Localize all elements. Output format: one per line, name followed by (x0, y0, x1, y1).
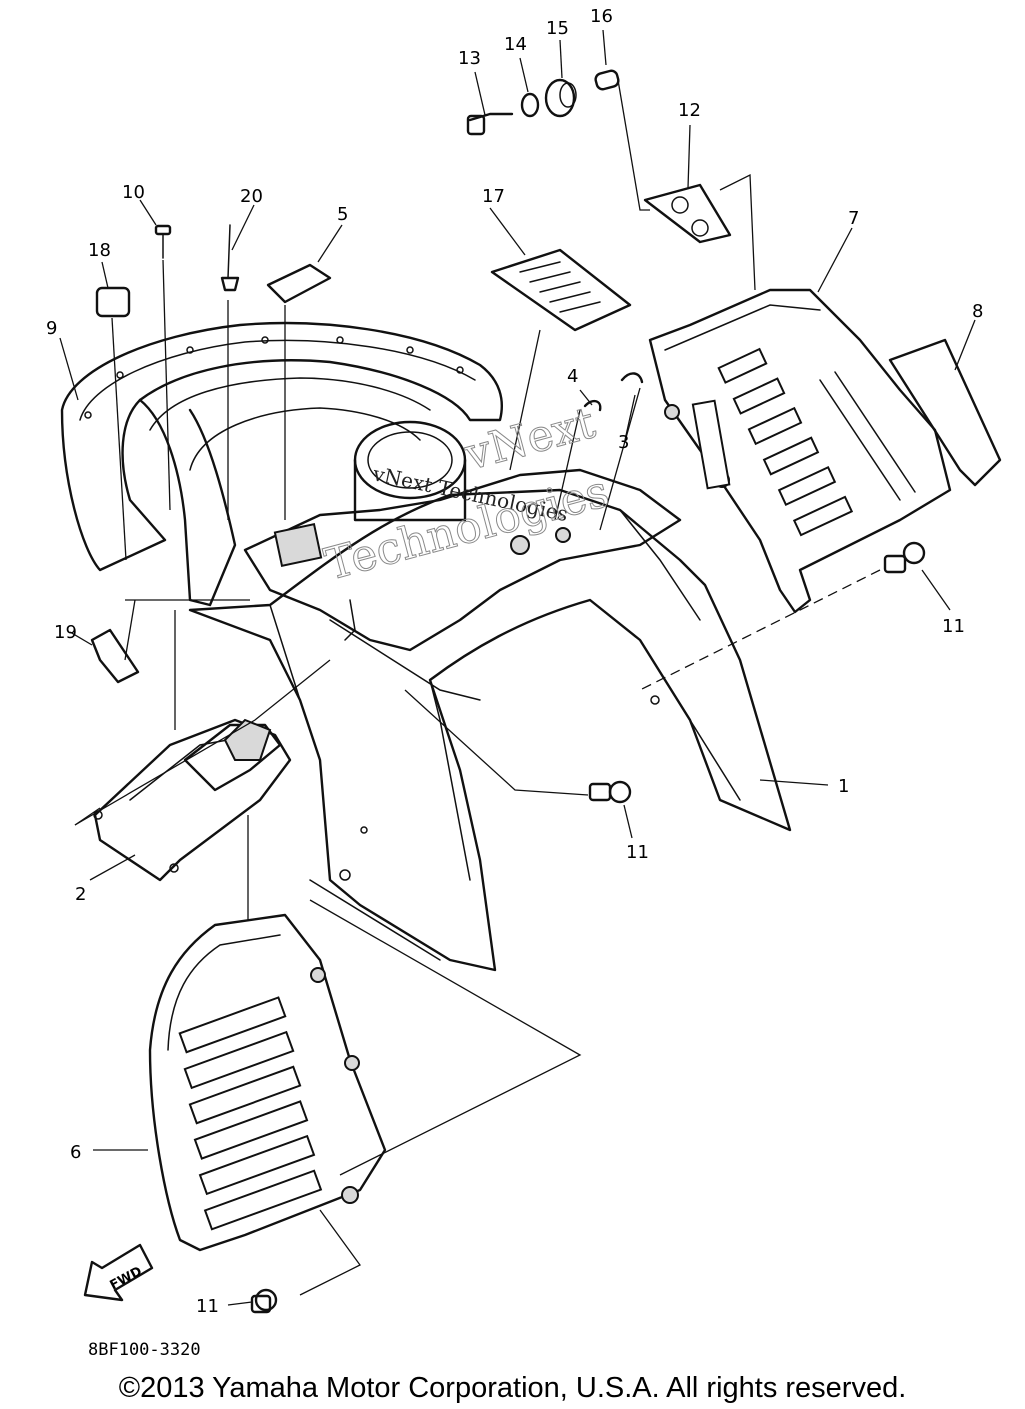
assembly-lines (74, 79, 881, 1296)
callout-4: 4 (567, 366, 578, 387)
callout-14: 14 (504, 34, 527, 55)
callout-18: 18 (88, 240, 111, 261)
callouts: 1 2 3 4 5 6 7 8 9 10 11 11 11 12 13 14 1… (46, 6, 983, 1317)
part-12-bracket (643, 183, 732, 244)
callout-2: 2 (75, 884, 86, 905)
callout-15: 15 (546, 18, 569, 39)
callout-7: 7 (848, 208, 859, 229)
callout-11-bottom: 11 (196, 1296, 219, 1317)
part-18-damper (95, 286, 131, 318)
copyright-notice: ©2013 Yamaha Motor Corporation, U.S.A. A… (118, 1372, 907, 1404)
watermark-outline-vnext: vNext (459, 397, 601, 481)
fasteners (90, 69, 926, 1314)
callout-11-middle: 11 (626, 842, 649, 863)
part-6-side-panel-left (148, 913, 387, 1252)
callout-13: 13 (458, 48, 481, 69)
part-17-label (490, 248, 632, 332)
callout-17: 17 (482, 186, 505, 207)
callout-3: 3 (618, 432, 629, 453)
part-2-front-cover (93, 718, 292, 882)
callout-1: 1 (838, 776, 849, 797)
callout-6: 6 (70, 1142, 81, 1163)
callout-12: 12 (678, 100, 701, 121)
leader-lines (59, 29, 976, 1306)
callout-5: 5 (337, 204, 348, 225)
fwd-label: FWD (108, 1264, 145, 1293)
diagram-code: 8BF100-3320 (88, 1340, 201, 1360)
callout-16: 16 (590, 6, 613, 27)
part-1-front-fender (188, 420, 792, 972)
watermark: vNext Technologies vNext Technologies (319, 397, 614, 591)
callout-8: 8 (972, 301, 983, 322)
part-5-cap (266, 263, 332, 304)
callout-20: 20 (240, 186, 263, 207)
callout-19: 19 (54, 622, 77, 643)
callout-11-right: 11 (942, 616, 965, 637)
part-9-grab-rail (60, 321, 503, 607)
part-7-side-panel-right (648, 288, 952, 614)
fwd-arrow: FWD (83, 1243, 154, 1302)
callout-9: 9 (46, 318, 57, 339)
callout-10: 10 (122, 182, 145, 203)
part-8-pad (888, 338, 1002, 487)
